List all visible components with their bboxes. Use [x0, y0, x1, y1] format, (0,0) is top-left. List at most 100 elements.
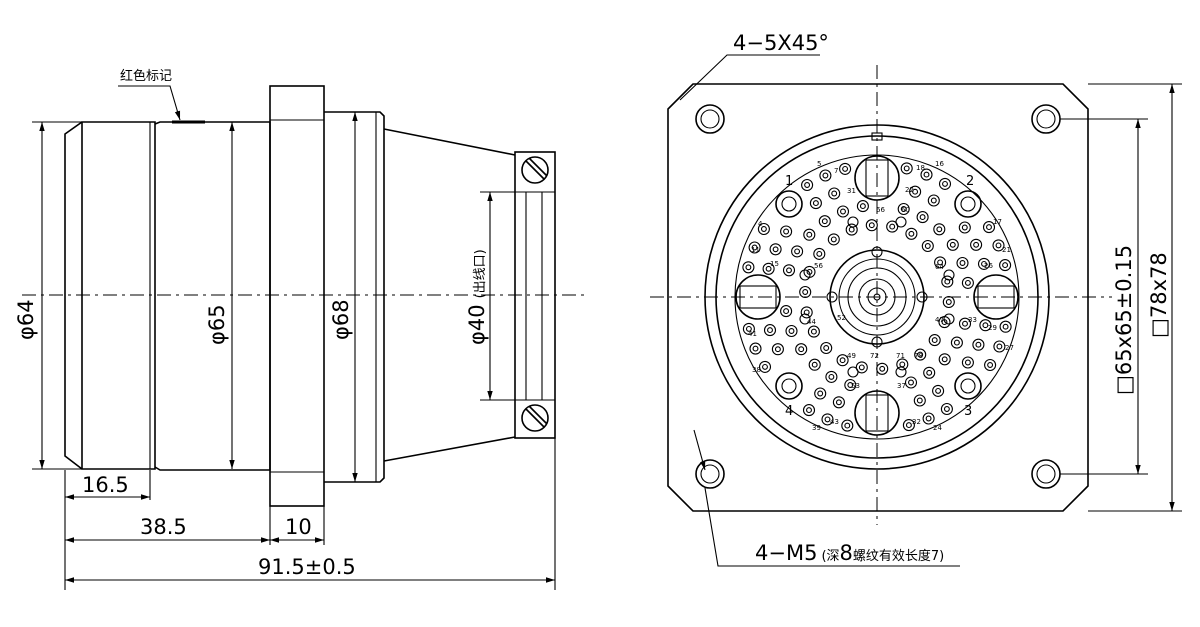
pin-number-label: 31 [847, 187, 856, 195]
signal-pin-socket [765, 265, 772, 272]
signal-pin-inner [799, 269, 811, 281]
signal-pin-socket [816, 250, 823, 257]
signal-pin [923, 366, 936, 379]
signal-pin-socket [949, 241, 956, 248]
signal-pin-socket [821, 218, 828, 225]
signal-pin-socket [783, 228, 790, 235]
signal-pin-socket [926, 369, 933, 376]
signal-pin-socket [804, 182, 811, 188]
signal-pin [800, 306, 813, 319]
square-flange [667, 83, 1089, 512]
signal-pin [742, 322, 755, 335]
sleeve-chamfer [64, 121, 83, 470]
signal-pin [827, 233, 840, 246]
guide-hole-4 [775, 372, 803, 400]
signal-pin [742, 261, 755, 274]
signal-pin [999, 259, 1012, 272]
signal-pin [841, 419, 854, 432]
signal-pin [958, 221, 971, 234]
signal-pin-socket [961, 224, 968, 231]
mount-hole-top-left [695, 104, 725, 134]
pin-number-label: 4 [758, 220, 763, 228]
signal-pin-socket [962, 320, 968, 327]
signal-pin-socket [788, 328, 795, 334]
signal-pin-socket [798, 346, 805, 353]
dim-len-38-5: 38.5 [140, 515, 187, 539]
dim-dia-68: φ68 [329, 299, 353, 340]
key-notch [871, 132, 883, 141]
mount-hole-top-right [1031, 104, 1061, 134]
dim-len-total: 91.5±0.5 [258, 555, 356, 579]
dim-dia-65: φ65 [205, 304, 229, 345]
pin-number-label: 72 [870, 352, 879, 360]
signal-pin [946, 238, 959, 251]
signal-pin-socket [786, 267, 792, 274]
signal-pin [905, 227, 918, 240]
mount-hole-bottom-left [695, 459, 725, 489]
signal-pin [802, 404, 816, 417]
signal-pin-socket [982, 322, 989, 329]
signal-pin-socket [842, 165, 849, 172]
pin-number-label: 56 [814, 262, 823, 270]
signal-pin [785, 324, 798, 338]
mount-hole-number-1: 1 [785, 174, 793, 189]
signal-pin-socket [806, 407, 812, 414]
pin-number-label: 38 [752, 366, 761, 374]
clamp-screw-top [521, 156, 549, 184]
pin-number-label: 33 [968, 316, 977, 324]
signal-pin-socket [936, 226, 943, 233]
mount-hole-number-4: 4 [785, 404, 793, 419]
signal-pin [818, 215, 831, 228]
signal-pin-socket [745, 264, 752, 271]
signal-pin-socket [752, 345, 759, 352]
guide-hole-1 [775, 190, 803, 218]
signal-pin [914, 348, 927, 361]
signal-pin-socket [931, 337, 938, 344]
signal-pin [839, 162, 852, 175]
signal-pin [836, 205, 850, 218]
signal-pin-socket [840, 208, 846, 215]
signal-pin-socket [1002, 323, 1009, 330]
signal-pin [984, 358, 997, 372]
signal-pin-socket [924, 243, 931, 249]
signal-pin-socket [942, 180, 948, 187]
signal-pin-socket [996, 343, 1003, 350]
signal-pin [780, 225, 793, 238]
signal-pin-socket [923, 171, 930, 178]
tail-taper [383, 128, 516, 462]
signal-pin-inner [943, 269, 955, 281]
thread-label: 4−M5(深8螺纹有效长度7) [755, 541, 944, 565]
signal-pin [832, 396, 845, 409]
pin-number-label: 29 [988, 324, 997, 332]
signal-pin [970, 238, 983, 251]
signal-pin [886, 220, 899, 233]
signal-pin [809, 197, 822, 210]
signal-pin-socket [844, 422, 851, 429]
signal-pin-socket [858, 364, 865, 371]
signal-pin-socket [912, 188, 919, 195]
signal-pin [979, 319, 992, 332]
signal-pin [999, 320, 1012, 333]
signal-pin [961, 276, 974, 289]
signal-pin-socket [917, 351, 924, 358]
pin-number-label: 17 [993, 218, 1002, 226]
signal-pin [940, 402, 953, 416]
signal-pin [927, 194, 940, 207]
signal-pin-socket [941, 356, 948, 363]
signal-pin-socket [981, 260, 987, 267]
signal-pin [933, 223, 946, 236]
signal-pin-socket [831, 190, 838, 197]
signal-pin [972, 338, 985, 351]
pin-number-label: 43 [830, 418, 839, 426]
pin-number-label: 64 [935, 263, 944, 271]
signal-pin-socket [964, 359, 971, 366]
signal-pin [795, 343, 808, 356]
signal-pin [897, 202, 910, 216]
pin-number-label: 71 [896, 352, 905, 360]
pin-number-label: 39 [812, 424, 821, 432]
signal-pin-inner [871, 246, 883, 258]
signal-pin [836, 354, 849, 367]
pin-number-label: 27 [1005, 344, 1014, 352]
signal-pin [763, 324, 777, 337]
signal-pin-inner [916, 291, 928, 303]
